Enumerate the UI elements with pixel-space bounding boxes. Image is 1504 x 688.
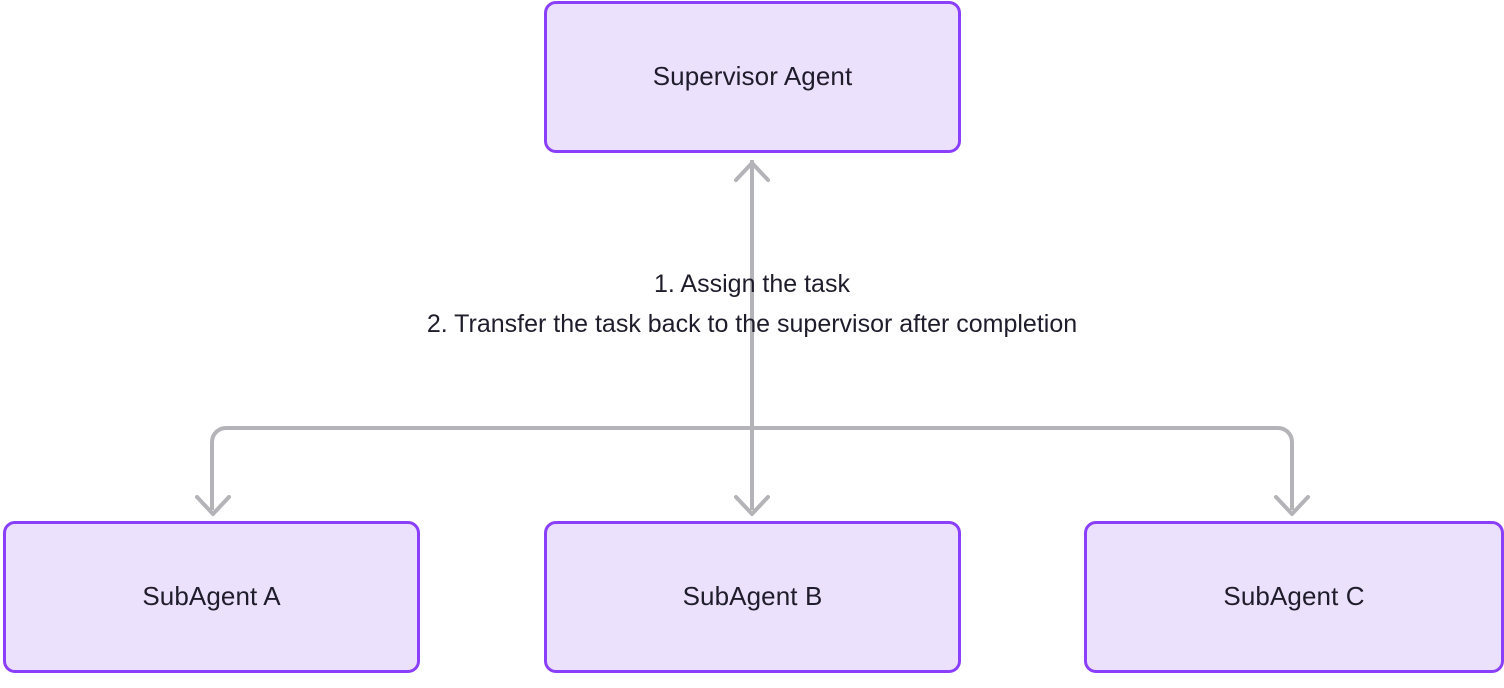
node-subagent-b[interactable]: SubAgent B [544, 521, 961, 673]
edge-to-subagent-a [210, 426, 227, 510]
node-subagent-a[interactable]: SubAgent A [3, 521, 420, 673]
node-supervisor-agent-label: Supervisor Agent [652, 61, 853, 92]
node-subagent-c-label: SubAgent C [1223, 581, 1365, 612]
arrowhead-down-subagent-a [195, 495, 231, 516]
arrowhead-down-subagent-b [734, 495, 770, 516]
node-subagent-a-label: SubAgent A [142, 581, 281, 612]
node-subagent-b-label: SubAgent B [682, 581, 823, 612]
arrowhead-down-subagent-c [1274, 495, 1310, 516]
arrowhead-up-supervisor [734, 161, 770, 182]
edge-to-subagent-c [1277, 426, 1294, 510]
node-supervisor-agent[interactable]: Supervisor Agent [544, 1, 961, 153]
node-subagent-c[interactable]: SubAgent C [1084, 521, 1504, 673]
